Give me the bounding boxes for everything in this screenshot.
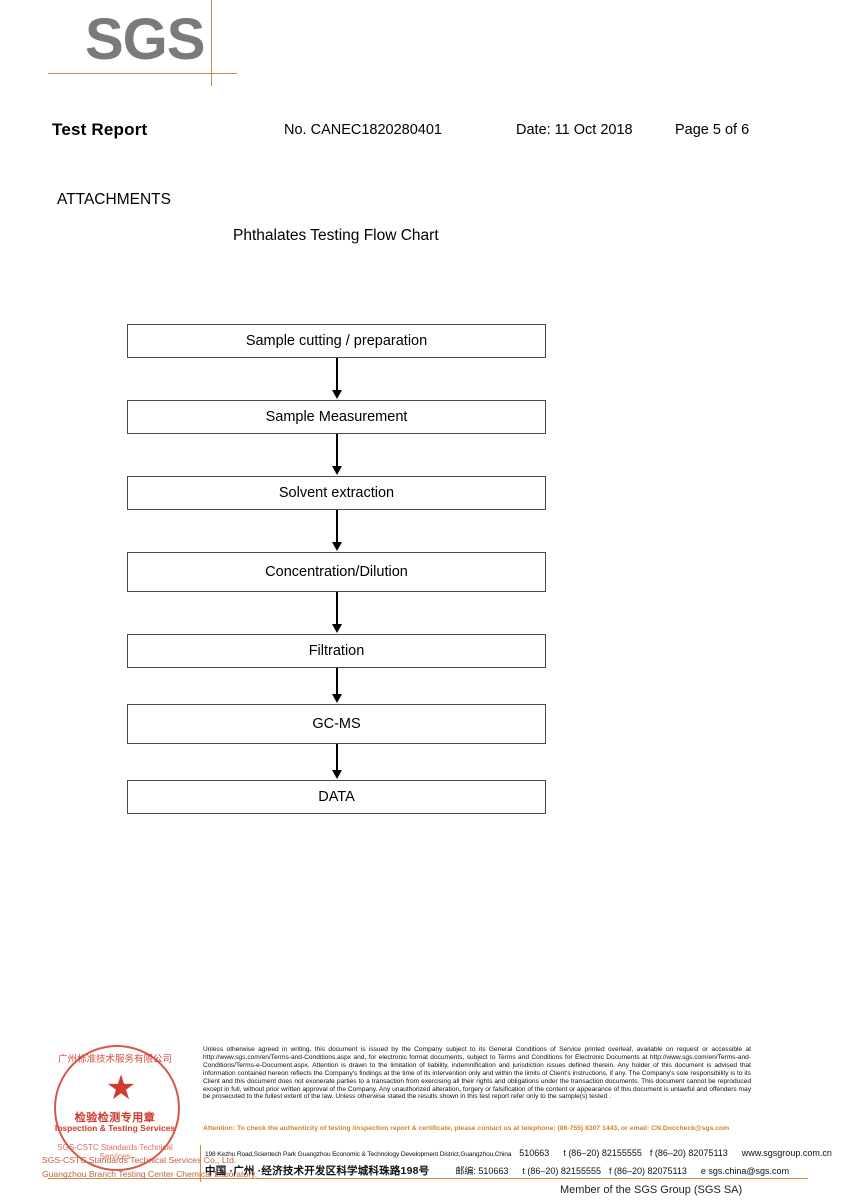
star-icon: ★ — [105, 1069, 137, 1107]
attachments-heading: ATTACHMENTS — [57, 191, 171, 208]
flow-chart-title: Phthalates Testing Flow Chart — [233, 227, 439, 244]
page-footer: 广州标准技术服务有限公司 ★ 检验检测专用章 Inspection & Test… — [0, 1035, 850, 1201]
seal-bottom-arc-text: SGS-CSTC Standards Technical Services — [57, 1143, 173, 1161]
logo-horizontal-rule — [48, 73, 237, 74]
laboratory-name-line1: SGS-CSTC Standards Technical Services Co… — [42, 1155, 237, 1165]
flow-step-box: Solvent extraction — [127, 476, 546, 510]
address-en-fax: f (86–20) 82075113 — [649, 1148, 728, 1158]
flow-arrow-down-icon — [127, 668, 546, 704]
page-number: Page 5 of 6 — [675, 122, 750, 138]
address-en-website: www.sgsgroup.com.cn — [741, 1148, 832, 1158]
address-horizontal-rule — [48, 1178, 808, 1180]
legal-disclaimer-text: Unless otherwise agreed in writing, this… — [203, 1046, 751, 1101]
page-title: Test Report — [52, 120, 148, 139]
flow-step-box: DATA — [127, 780, 546, 814]
flow-arrow-down-icon — [127, 744, 546, 780]
sgs-group-member-line: Member of the SGS Group (SGS SA) — [560, 1184, 743, 1196]
address-en-tel: t (86–20) 82155555 — [563, 1148, 642, 1158]
seal-english-label: Inspection & Testing Services — [54, 1123, 176, 1133]
flow-step-box: GC-MS — [127, 704, 546, 744]
flow-arrow-down-icon — [127, 434, 546, 476]
flow-step-box: Concentration/Dilution — [127, 552, 546, 592]
address-cn-email: e sgs.china@sgs.com — [700, 1166, 790, 1176]
address-cn-zip: 邮编: 510663 — [455, 1166, 509, 1176]
address-en-zip: 510663 — [519, 1148, 550, 1158]
flow-arrow-down-icon — [127, 358, 546, 400]
logo-vertical-rule — [211, 0, 212, 86]
address-cn-fax: f (86–20) 82075113 — [608, 1166, 687, 1176]
authenticity-attention-text: Attention: To check the authenticity of … — [203, 1125, 730, 1132]
flow-step-box: Sample Measurement — [127, 400, 546, 434]
flow-arrow-down-icon — [127, 592, 546, 634]
address-chinese-line: 中国 ·广州 ·经济技术开发区科学城科珠路198号 邮编: 510663 t (86… — [205, 1163, 805, 1178]
seal-circle-icon — [54, 1045, 180, 1171]
flow-step-box: Filtration — [127, 634, 546, 668]
address-vertical-rule — [200, 1145, 201, 1182]
address-cn-tel: t (86–20) 82155555 — [522, 1166, 601, 1176]
address-en-street: 198 Kezhu Road,Scientech Park Guangzhou … — [205, 1151, 512, 1158]
report-date: Date: 11 Oct 2018 — [516, 122, 633, 138]
report-number: No. CANEC1820280401 — [284, 122, 442, 138]
seal-chinese-label: 检验检测专用章 — [74, 1112, 156, 1124]
sgs-logo-block: SGS — [0, 0, 300, 92]
flow-arrow-down-icon — [127, 510, 546, 552]
laboratory-name-line2: Guangzhou Branch Testing Center Chemical… — [42, 1169, 258, 1179]
flow-step-box: Sample cutting / preparation — [127, 324, 546, 358]
report-header: Test Report No. CANEC1820280401 Date: 11… — [0, 120, 850, 146]
seal-company-arc-text: 广州标准技术服务有限公司 — [57, 1054, 172, 1065]
phthalates-testing-flow-chart: Sample cutting / preparation Sample Meas… — [127, 324, 546, 814]
address-english-line: 198 Kezhu Road,Scientech Park Guangzhou … — [205, 1148, 832, 1158]
sgs-logo-text: SGS — [85, 7, 205, 72]
inspection-seal-stamp: 广州标准技术服务有限公司 ★ 检验检测专用章 Inspection & Test… — [42, 1043, 257, 1193]
address-cn-street: 中国 ·广州 ·经济技术开发区科学城科珠路198号 — [205, 1165, 430, 1177]
